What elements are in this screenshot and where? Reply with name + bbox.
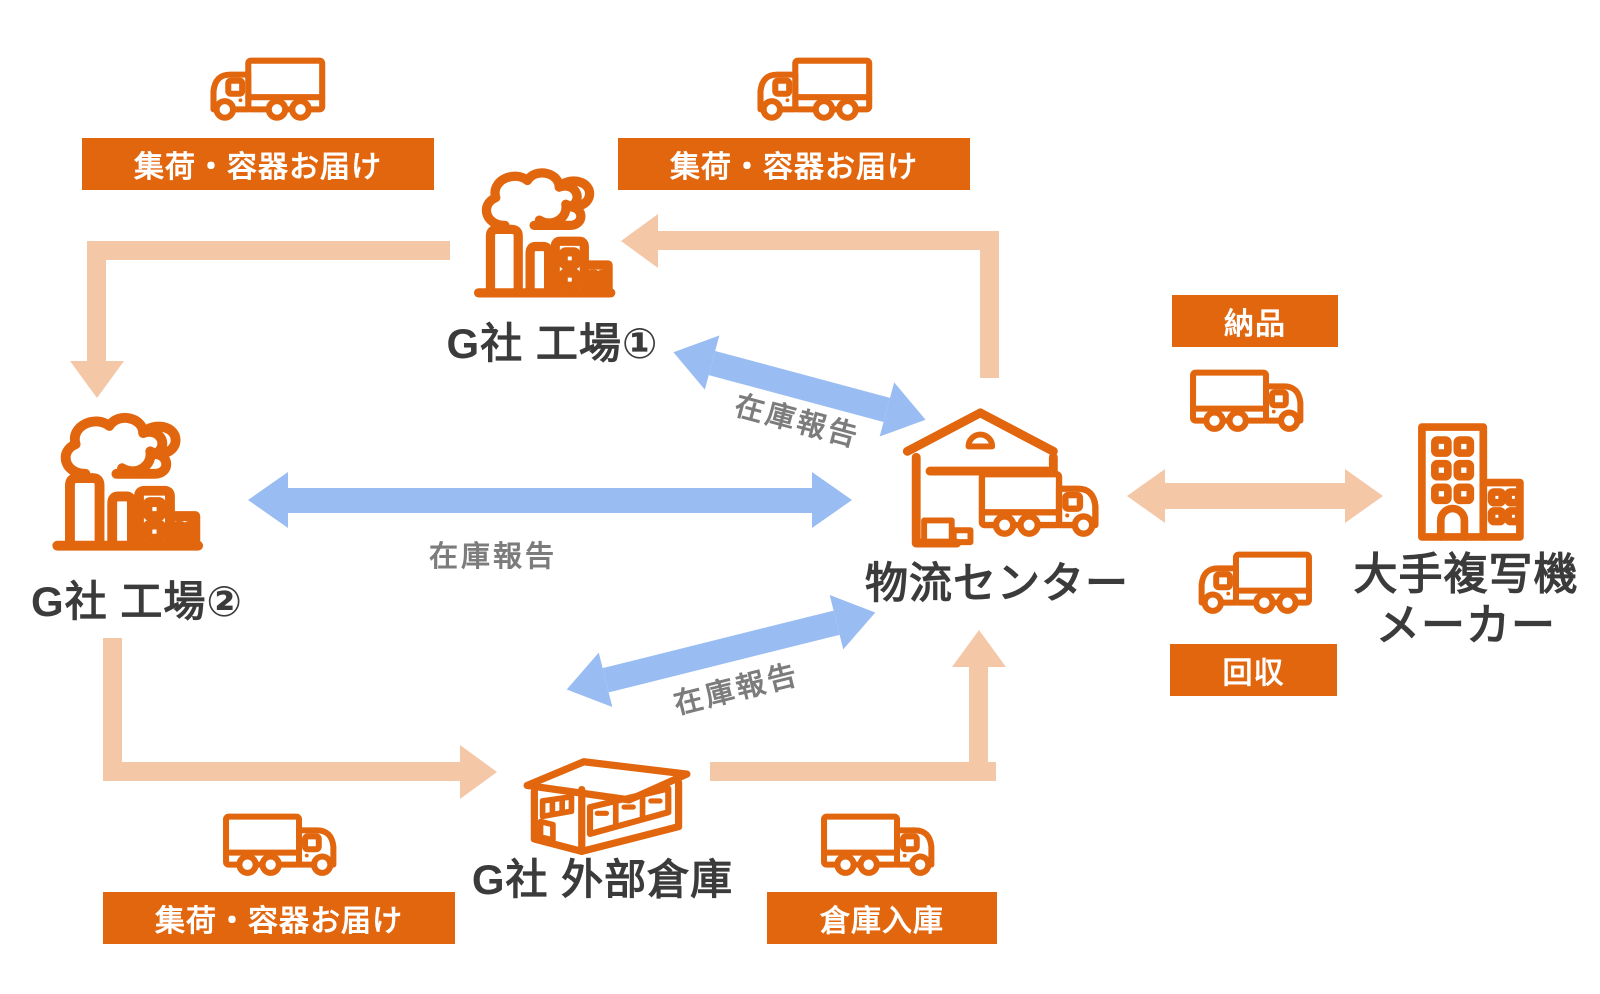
- pickup-delivery-badge: 集荷・容器お届け: [618, 138, 970, 190]
- logistics-center-label: 物流センター: [865, 560, 1129, 608]
- arrowhead-left: [1127, 469, 1165, 523]
- manufacturer-label: 大手複写機 メーカー: [1330, 550, 1600, 651]
- truck-icon: [811, 808, 953, 887]
- pickup-delivery-badge: 集荷・容器お届け: [103, 892, 455, 944]
- flow-arrow-warehouse-to-lc-h: [710, 762, 996, 781]
- arrowhead-right: [1345, 469, 1383, 523]
- office-buildings-icon: [1402, 420, 1528, 544]
- warehouse-building-icon: [522, 748, 692, 860]
- warehouse-truck-icon: [900, 404, 1110, 550]
- warehouse-inbound-badge: 倉庫入庫: [767, 892, 997, 944]
- report-arrow-factory2-lc: [248, 472, 852, 528]
- truck-icon: [1180, 364, 1322, 443]
- flow-arrow-warehouse-to-lc-v: [969, 666, 988, 781]
- arrow-shaft: [1165, 483, 1345, 509]
- truck-icon: [1180, 546, 1322, 625]
- external-warehouse-label: G社 外部倉庫: [471, 856, 734, 903]
- arrowhead-right: [812, 472, 852, 528]
- flow-arrow-factory2-to-warehouse-v: [103, 638, 122, 781]
- pickup-delivery-badge: 集荷・容器お届け: [82, 138, 434, 190]
- factory2-label: G社 工場②: [31, 578, 243, 625]
- flow-arrow-factory2-to-warehouse-h: [103, 762, 460, 781]
- truck-icon: [738, 52, 883, 132]
- flow-arrow-factory1-to-factory2-h: [87, 241, 450, 260]
- flow-arrow-lc-to-factory1-v: [980, 231, 999, 378]
- truck-icon: [191, 52, 336, 132]
- factory-icon: [468, 158, 620, 310]
- inventory-report-label-factory2: 在庫報告: [428, 541, 557, 573]
- factory-icon: [46, 404, 208, 562]
- arrowhead-left: [248, 472, 288, 528]
- flow-arrowhead-up: [952, 630, 1006, 667]
- flow-arrow-lc-manufacturer: [1127, 469, 1383, 523]
- flow-arrowhead-right: [460, 745, 497, 799]
- factory1-label: G社 工場①: [446, 320, 659, 367]
- delivery-badge: 納品: [1172, 295, 1338, 347]
- manufacturer-label-line1: 大手複写機: [1353, 550, 1579, 599]
- flow-arrow-factory1-to-factory2-v: [87, 241, 106, 363]
- flow-arrowhead-down: [70, 361, 124, 398]
- collection-badge: 回収: [1170, 644, 1337, 696]
- truck-icon: [213, 808, 355, 887]
- manufacturer-label-line2: メーカー: [1376, 600, 1556, 650]
- flow-arrowhead-left: [621, 214, 658, 268]
- arrowhead-left: [559, 652, 613, 717]
- arrow-shaft: [288, 487, 812, 513]
- flow-arrow-lc-to-factory1-h: [658, 231, 999, 250]
